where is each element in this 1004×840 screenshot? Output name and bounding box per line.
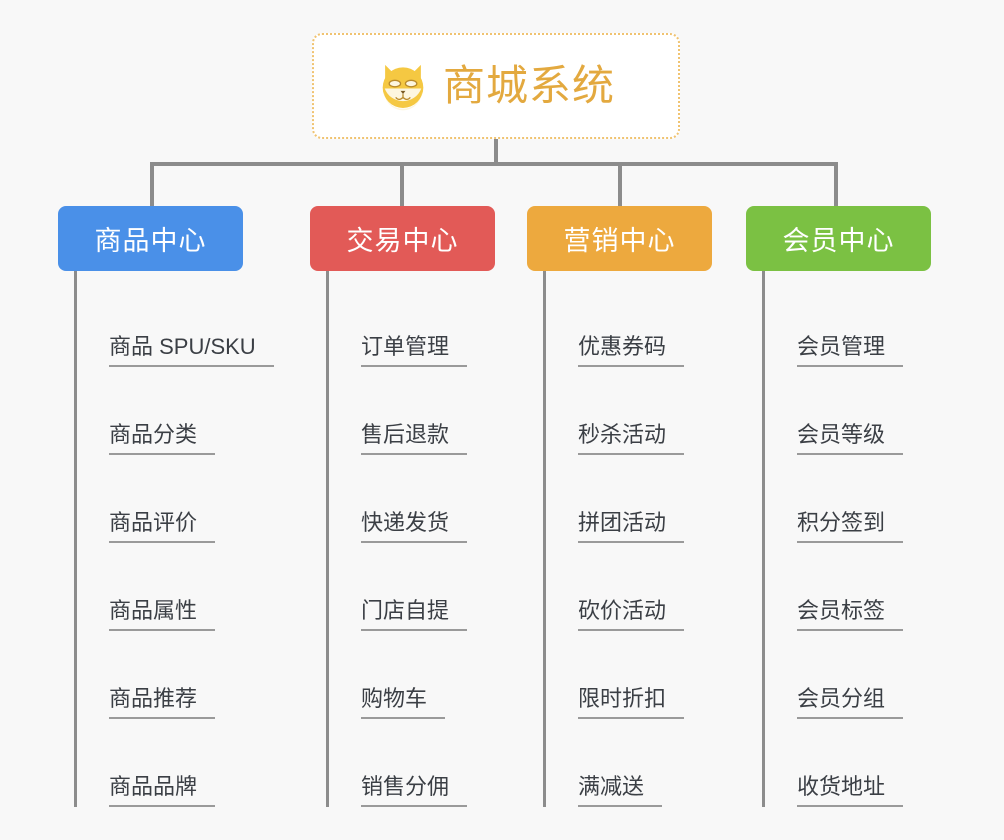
leaf-label: 会员标签 <box>797 598 904 631</box>
leaf-label: 商品属性 <box>109 598 216 631</box>
leaf-list-0: 商品 SPU/SKU 商品分类 商品评价 商品属性 商品推荐 商品品牌 <box>74 271 288 807</box>
category-header-label: 会员中心 <box>782 226 895 256</box>
list-item[interactable]: 商品品牌 <box>77 719 288 807</box>
leaf-label: 砍价活动 <box>578 598 685 631</box>
list-item[interactable]: 拼团活动 <box>546 455 757 543</box>
leaf-label: 订单管理 <box>361 334 468 367</box>
connector-horizontal-bus <box>150 162 834 166</box>
leaf-label: 售后退款 <box>361 422 468 455</box>
list-item[interactable]: 满减送 <box>546 719 757 807</box>
branch-column-2: 营销中心 优惠券码 秒杀活动 拼团活动 砍价活动 限时折扣 满减送 <box>527 206 757 807</box>
list-item[interactable]: 会员分组 <box>765 631 976 719</box>
connector-drop-3 <box>834 162 838 207</box>
category-header-label: 营销中心 <box>563 226 676 256</box>
connector-drop-0 <box>150 162 154 207</box>
category-header-0[interactable]: 商品中心 <box>58 206 243 271</box>
leaf-label: 商品评价 <box>109 510 216 543</box>
leaf-label: 销售分佣 <box>361 774 468 807</box>
category-header-1[interactable]: 交易中心 <box>310 206 495 271</box>
leaf-label: 会员分组 <box>797 686 904 719</box>
list-item[interactable]: 订单管理 <box>329 279 540 367</box>
leaf-label: 商品 SPU/SKU <box>109 334 274 367</box>
list-item[interactable]: 会员等级 <box>765 367 976 455</box>
leaf-label: 会员管理 <box>797 334 904 367</box>
list-item[interactable]: 秒杀活动 <box>546 367 757 455</box>
category-header-label: 交易中心 <box>346 226 459 256</box>
shiba-dog-face-icon <box>377 60 429 112</box>
list-item[interactable]: 购物车 <box>329 631 540 719</box>
leaf-list-3: 会员管理 会员等级 积分签到 会员标签 会员分组 收货地址 <box>762 271 976 807</box>
leaf-label: 秒杀活动 <box>578 422 685 455</box>
leaf-label: 优惠券码 <box>578 334 685 367</box>
list-item[interactable]: 商品属性 <box>77 543 288 631</box>
list-item[interactable]: 销售分佣 <box>329 719 540 807</box>
list-item[interactable]: 收货地址 <box>765 719 976 807</box>
leaf-label: 商品品牌 <box>109 774 216 807</box>
category-header-3[interactable]: 会员中心 <box>746 206 931 271</box>
leaf-label: 收货地址 <box>797 774 904 807</box>
list-item[interactable]: 会员管理 <box>765 279 976 367</box>
list-item[interactable]: 商品评价 <box>77 455 288 543</box>
leaf-label: 积分签到 <box>797 510 904 543</box>
leaf-label: 拼团活动 <box>578 510 685 543</box>
branch-column-3: 会员中心 会员管理 会员等级 积分签到 会员标签 会员分组 收货地址 <box>746 206 976 807</box>
root-title: 商城系统 <box>442 62 615 109</box>
list-item[interactable]: 会员标签 <box>765 543 976 631</box>
leaf-label: 会员等级 <box>797 422 904 455</box>
list-item[interactable]: 商品 SPU/SKU <box>77 279 288 367</box>
leaf-list-2: 优惠券码 秒杀活动 拼团活动 砍价活动 限时折扣 满减送 <box>543 271 757 807</box>
connector-drop-1 <box>400 162 404 207</box>
list-item[interactable]: 门店自提 <box>329 543 540 631</box>
leaf-label: 门店自提 <box>361 598 468 631</box>
root-node[interactable]: 商城系统 <box>312 33 680 139</box>
leaf-label: 商品推荐 <box>109 686 216 719</box>
list-item[interactable]: 优惠券码 <box>546 279 757 367</box>
leaf-label: 快递发货 <box>361 510 468 543</box>
list-item[interactable]: 商品推荐 <box>77 631 288 719</box>
category-header-label: 商品中心 <box>94 226 207 256</box>
list-item[interactable]: 限时折扣 <box>546 631 757 719</box>
list-item[interactable]: 快递发货 <box>329 455 540 543</box>
connector-root-stem <box>494 139 498 164</box>
leaf-label: 购物车 <box>361 686 446 719</box>
list-item[interactable]: 商品分类 <box>77 367 288 455</box>
connector-drop-2 <box>618 162 622 207</box>
leaf-label: 满减送 <box>578 774 663 807</box>
branch-column-1: 交易中心 订单管理 售后退款 快递发货 门店自提 购物车 销售分佣 <box>310 206 540 807</box>
leaf-list-1: 订单管理 售后退款 快递发货 门店自提 购物车 销售分佣 <box>326 271 540 807</box>
list-item[interactable]: 砍价活动 <box>546 543 757 631</box>
branch-column-0: 商品中心 商品 SPU/SKU 商品分类 商品评价 商品属性 商品推荐 商品品牌 <box>58 206 288 807</box>
list-item[interactable]: 售后退款 <box>329 367 540 455</box>
leaf-label: 商品分类 <box>109 422 216 455</box>
category-header-2[interactable]: 营销中心 <box>527 206 712 271</box>
list-item[interactable]: 积分签到 <box>765 455 976 543</box>
leaf-label: 限时折扣 <box>578 686 685 719</box>
